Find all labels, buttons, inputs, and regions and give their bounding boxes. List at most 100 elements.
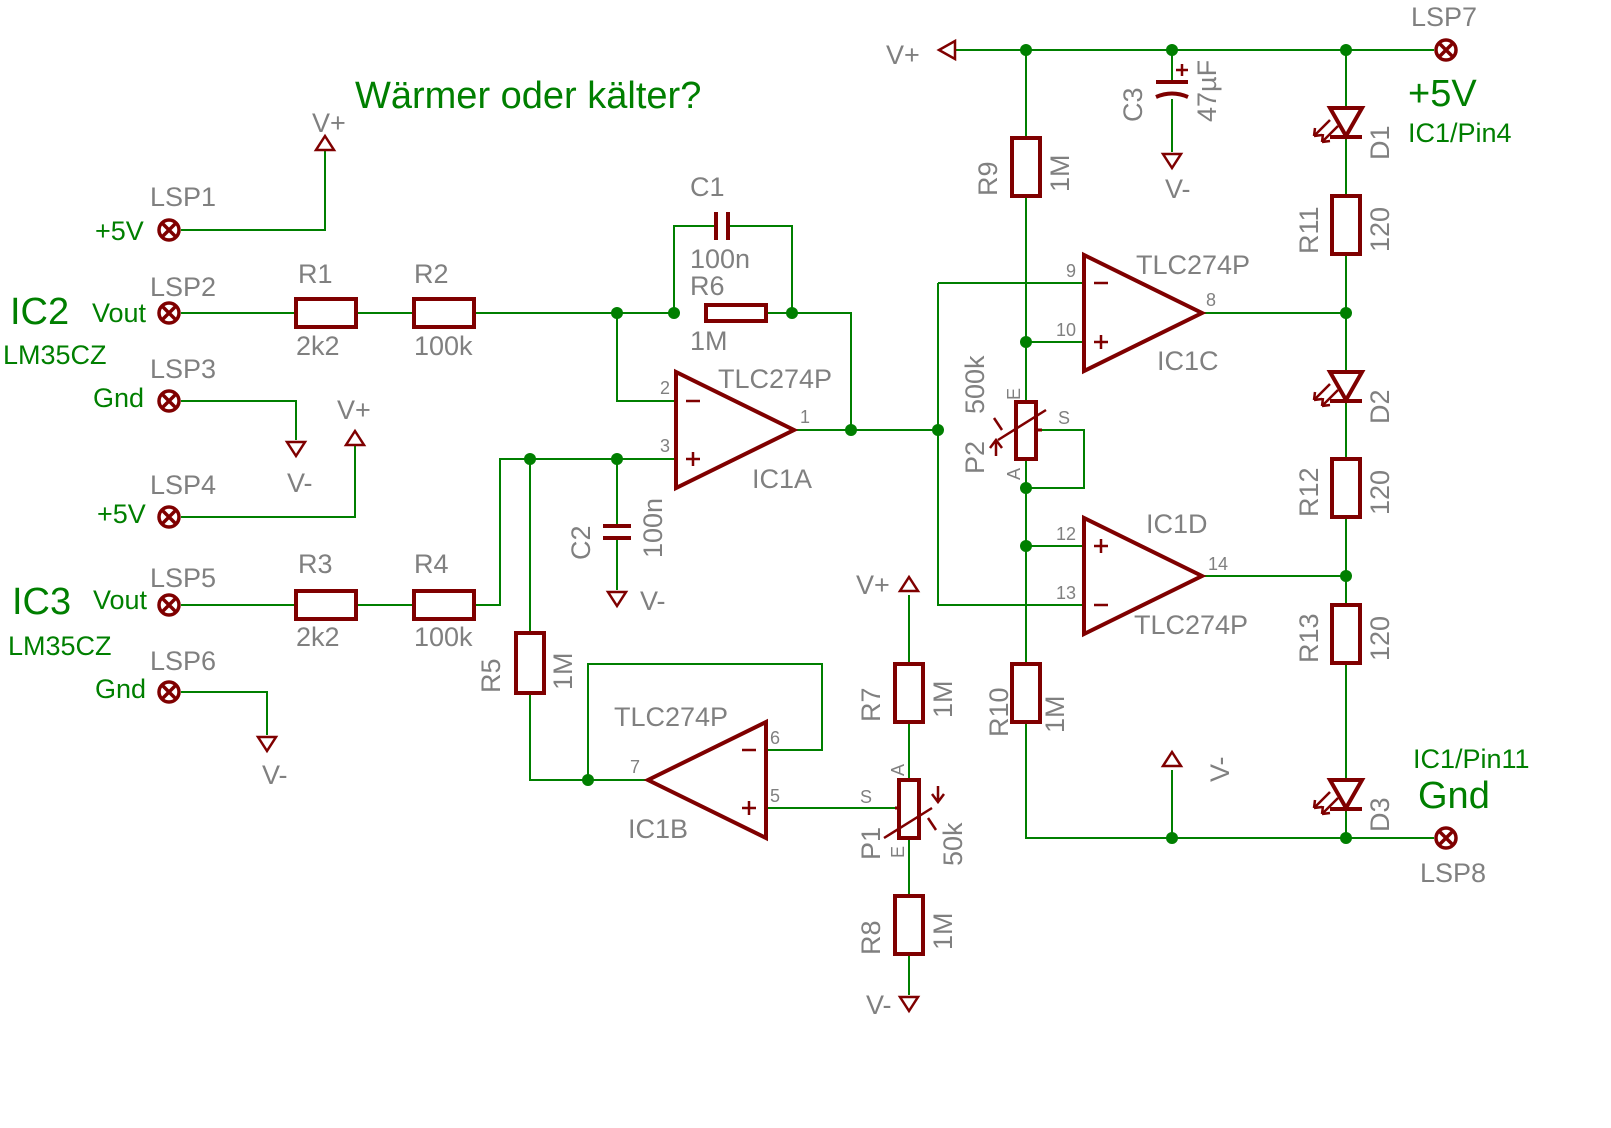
svg-text:C1: C1 xyxy=(690,172,725,202)
svg-text:R6: R6 xyxy=(690,271,725,301)
svg-text:100n: 100n xyxy=(638,498,668,558)
svg-text:10: 10 xyxy=(1056,320,1076,340)
ic3-name: IC3 xyxy=(12,581,71,623)
svg-text:V+: V+ xyxy=(886,40,920,70)
svg-text:A: A xyxy=(1004,468,1024,480)
ic2-part: LM35CZ xyxy=(3,340,107,370)
svg-text:V-: V- xyxy=(287,468,313,498)
vplus-symbol-4: V+ xyxy=(886,38,957,70)
svg-text:V-: V- xyxy=(1205,756,1235,782)
svg-text:V+: V+ xyxy=(856,570,890,600)
svg-text:C2: C2 xyxy=(566,525,596,560)
potentiometer-p2: E A S P2 500k xyxy=(960,355,1070,480)
svg-text:D1: D1 xyxy=(1365,125,1395,160)
svg-text:8: 8 xyxy=(1206,290,1216,310)
svg-text:V-: V- xyxy=(866,990,892,1020)
svg-text:V-: V- xyxy=(640,586,666,616)
connector-lsp5[interactable]: LSP5 Vout xyxy=(93,563,216,617)
connector-lsp1[interactable]: LSP1 +5V xyxy=(95,182,216,246)
lsp3-label: Gnd xyxy=(93,383,144,413)
vminus-symbol-4: V- xyxy=(866,990,921,1020)
svg-text:V+: V+ xyxy=(312,108,346,138)
svg-text:100n: 100n xyxy=(690,244,750,274)
wires xyxy=(181,49,1434,995)
svg-text:3: 3 xyxy=(660,436,670,456)
resistor-r5: R5 1M xyxy=(476,631,578,695)
resistor-r10: R10 1M xyxy=(984,662,1070,737)
resistor-r11: R11 120 xyxy=(1294,194,1395,256)
resistor-r3: R3 2k2 xyxy=(294,549,358,652)
connector-lsp6[interactable]: LSP6 Gnd xyxy=(95,646,216,704)
lsp4-name: LSP4 xyxy=(150,470,216,500)
connector-lsp4[interactable]: LSP4 +5V xyxy=(97,470,216,529)
svg-text:P2: P2 xyxy=(960,441,990,474)
vplus-symbol-3: V+ xyxy=(856,570,921,600)
sensor-ic3: IC3 LM35CZ xyxy=(8,581,112,661)
lsp1-label: +5V xyxy=(95,216,144,246)
resistor-r7: R7 1M xyxy=(856,662,958,724)
svg-text:D3: D3 xyxy=(1365,797,1395,832)
svg-text:IC1D: IC1D xyxy=(1146,509,1208,539)
svg-text:1: 1 xyxy=(800,407,810,427)
vminus-symbol-1: V- xyxy=(284,440,313,498)
svg-text:R9: R9 xyxy=(973,161,1003,196)
connector-lsp3[interactable]: LSP3 Gnd xyxy=(93,354,216,413)
diagram-title: Wärmer oder kälter? xyxy=(355,75,701,117)
svg-text:C3: C3 xyxy=(1118,87,1148,122)
resistor-r9: R9 1M xyxy=(973,136,1075,198)
svg-text:1M: 1M xyxy=(1040,695,1070,733)
svg-text:R7: R7 xyxy=(856,687,886,722)
svg-text:R5: R5 xyxy=(476,658,506,693)
svg-text:A: A xyxy=(888,764,908,776)
svg-text:7: 7 xyxy=(630,757,640,777)
vminus-symbol-6: V- xyxy=(1160,749,1235,782)
svg-text:TLC274P: TLC274P xyxy=(718,364,832,394)
connector-lsp8[interactable]: IC1/Pin11 Gnd LSP8 xyxy=(1413,744,1530,888)
connector-lsp2[interactable]: LSP2 Vout xyxy=(92,272,216,328)
svg-text:R3: R3 xyxy=(298,549,333,579)
vplus-symbol-1: V+ xyxy=(312,108,346,152)
svg-text:50k: 50k xyxy=(938,822,968,866)
svg-text:1M: 1M xyxy=(928,680,958,718)
svg-text:R13: R13 xyxy=(1294,613,1324,663)
potentiometer-p1: A E S P1 50k xyxy=(856,764,968,866)
lsp8-name: LSP8 xyxy=(1420,858,1486,888)
svg-text:S: S xyxy=(860,787,872,807)
lsp8-label: Gnd xyxy=(1418,775,1490,817)
svg-text:TLC274P: TLC274P xyxy=(1136,250,1250,280)
lsp3-name: LSP3 xyxy=(150,354,216,384)
svg-text:R11: R11 xyxy=(1294,206,1324,254)
svg-text:V-: V- xyxy=(262,760,288,790)
resistor-r1: R1 2k2 xyxy=(294,259,358,361)
svg-text:R2: R2 xyxy=(414,259,449,289)
connector-lsp7[interactable]: LSP7 +5V IC1/Pin4 xyxy=(1408,2,1512,148)
lsp5-name: LSP5 xyxy=(150,563,216,593)
svg-text:2k2: 2k2 xyxy=(296,622,340,652)
lsp2-name: LSP2 xyxy=(150,272,216,302)
lsp7-sublabel: IC1/Pin4 xyxy=(1408,118,1512,148)
svg-text:100k: 100k xyxy=(414,622,473,652)
lsp6-label: Gnd xyxy=(95,674,146,704)
svg-text:S: S xyxy=(1058,408,1070,428)
svg-text:R1: R1 xyxy=(298,259,333,289)
junctions xyxy=(524,44,1352,844)
lsp4-label: +5V xyxy=(97,499,146,529)
svg-text:E: E xyxy=(1004,388,1024,400)
svg-text:R10: R10 xyxy=(984,687,1014,737)
svg-text:1M: 1M xyxy=(690,326,728,356)
lsp2-label: Vout xyxy=(92,298,147,328)
svg-text:1M: 1M xyxy=(928,912,958,950)
svg-text:IC1B: IC1B xyxy=(628,814,688,844)
svg-text:TLC274P: TLC274P xyxy=(1134,610,1248,640)
ic3-part: LM35CZ xyxy=(8,631,112,661)
svg-text:P1: P1 xyxy=(856,827,886,860)
svg-text:5: 5 xyxy=(770,786,780,806)
svg-text:120: 120 xyxy=(1365,616,1395,661)
resistor-r8: R8 1M xyxy=(856,894,958,956)
svg-text:R4: R4 xyxy=(414,549,449,579)
resistor-r2: R2 100k xyxy=(412,259,476,361)
svg-text:120: 120 xyxy=(1365,470,1395,515)
svg-text:12: 12 xyxy=(1056,524,1076,544)
svg-text:V-: V- xyxy=(1165,174,1191,204)
